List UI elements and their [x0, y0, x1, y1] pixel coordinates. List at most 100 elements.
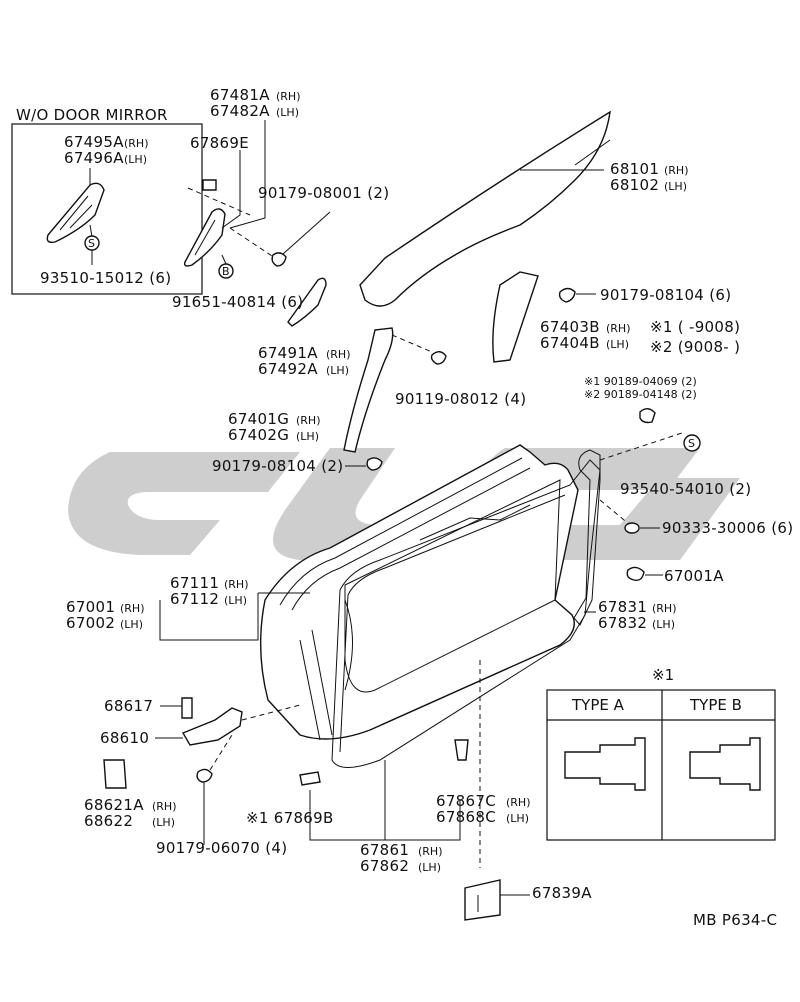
label-68610: 68610: [100, 729, 149, 747]
side-lh: (LH): [418, 861, 441, 874]
label-67869B: ※1 67869B: [246, 809, 334, 827]
side-lh: (LH): [652, 618, 675, 631]
label-90333: 90333-30006 (6): [662, 519, 793, 537]
seal-67831: [573, 449, 601, 626]
run-channel-67401G: [343, 327, 394, 453]
label-90179-06070: 90179-06070 (4): [156, 839, 287, 857]
label-67831: 67831: [598, 598, 647, 616]
label-67112: 67112: [170, 590, 219, 608]
side-rh: (RH): [418, 845, 443, 858]
nut-90179-06070: [196, 768, 213, 783]
side-lh: (LH): [224, 594, 247, 607]
label-67496A: 67496A: [64, 149, 124, 167]
type-b-header: TYPE B: [689, 696, 742, 714]
side-rh: (RH): [506, 796, 531, 809]
clip-67869E: [202, 179, 217, 191]
label-67868C: 67868C: [436, 808, 496, 826]
label-68622: 68622: [84, 812, 133, 830]
inset-symbol-s: S: [88, 237, 95, 250]
label-93510: 93510-15012 (6): [40, 269, 171, 287]
label-90189-2: ※2 90189-04148 (2): [584, 388, 697, 401]
side-lh: (LH): [664, 180, 687, 193]
inset-box: [11, 123, 203, 295]
label-67402G: 67402G: [228, 426, 289, 444]
clip-67869B: [299, 771, 321, 786]
window-corner-cover: [183, 120, 276, 279]
label-67001A: 67001A: [664, 567, 724, 585]
side-rh: (RH): [124, 137, 149, 150]
label-90179-08104-6: 90179-08104 (6): [600, 286, 731, 304]
label-67403B: 67403B: [540, 318, 600, 336]
side-lh: (LH): [326, 364, 349, 377]
label-91651: 91651-40814 (6): [172, 293, 303, 311]
nut-90179-08001: [271, 252, 287, 267]
label-67862: 67862: [360, 857, 409, 875]
type-a-header: TYPE A: [571, 696, 625, 714]
side-rh: (RH): [664, 164, 689, 177]
type-b-clip: [689, 737, 761, 791]
label-68102: 68102: [610, 176, 659, 194]
cover-67491A: [287, 277, 327, 327]
door-panel: [259, 444, 579, 741]
screw-symbol-s: [683, 434, 701, 452]
run-channel-67403B: [492, 271, 539, 363]
clip-67867C: [454, 739, 469, 761]
side-rh: (RH): [276, 90, 301, 103]
leader-67001: [159, 593, 259, 641]
label-67111: 67111: [170, 574, 219, 592]
side-lh: (LH): [506, 812, 529, 825]
label-67491A: 67491A: [258, 344, 318, 362]
side-rh: (RH): [326, 348, 351, 361]
label-67404B: 67404B: [540, 334, 600, 352]
note-1: ※1 ( -9008): [650, 318, 740, 336]
plug-67001A: [626, 566, 645, 582]
side-lh: (LH): [296, 430, 319, 443]
label-67482A: 67482A: [210, 102, 270, 120]
bolt-90119: [430, 351, 447, 365]
clip-90189: [639, 408, 656, 424]
part-68610: [181, 707, 243, 746]
inset-leader-2: [89, 224, 93, 238]
side-lh: (LH): [152, 816, 175, 829]
part-68617: [181, 697, 193, 719]
label-68621A: 68621A: [84, 796, 144, 814]
label-67869E: 67869E: [190, 134, 249, 152]
label-67401G: 67401G: [228, 410, 289, 428]
side-rh: (RH): [152, 800, 177, 813]
symbol-b: B: [222, 265, 230, 278]
page-code: MB P634-C: [693, 911, 777, 929]
label-67481A: 67481A: [210, 86, 270, 104]
clip-90333: [624, 522, 640, 534]
type-a-clip: [564, 737, 646, 791]
label-67867C: 67867C: [436, 792, 496, 810]
label-67002: 67002: [66, 614, 115, 632]
label-67832: 67832: [598, 614, 647, 632]
label-67492A: 67492A: [258, 360, 318, 378]
side-rh: (RH): [652, 602, 677, 615]
inset-cover-detail: [59, 195, 93, 231]
note-2: ※2 (9008- ): [650, 338, 740, 356]
inset-title: W/O DOOR MIRROR: [16, 106, 168, 124]
label-68617: 68617: [104, 697, 153, 715]
side-rh: (RH): [224, 578, 249, 591]
side-rh: (RH): [606, 322, 631, 335]
side-rh: (RH): [296, 414, 321, 427]
label-67861: 67861: [360, 841, 409, 859]
label-90119: 90119-08012 (4): [395, 390, 526, 408]
side-rh: (RH): [120, 602, 145, 615]
type-table: [546, 689, 776, 841]
label-68101: 68101: [610, 160, 659, 178]
nut-90179-08104-6: [558, 287, 576, 303]
label-67839A: 67839A: [532, 884, 592, 902]
type-table-title: ※1: [652, 666, 674, 684]
label-93540: 93540-54010 (2): [620, 480, 751, 498]
door-glass: [359, 110, 611, 307]
nut-90179-08104-2: [366, 457, 383, 471]
pad-67839A: [464, 879, 501, 921]
label-90189-1: ※1 90189-04069 (2): [584, 375, 697, 388]
inset-frame: [11, 123, 203, 295]
label-90179-08001: 90179-08001 (2): [258, 184, 389, 202]
side-lh: (LH): [606, 338, 629, 351]
